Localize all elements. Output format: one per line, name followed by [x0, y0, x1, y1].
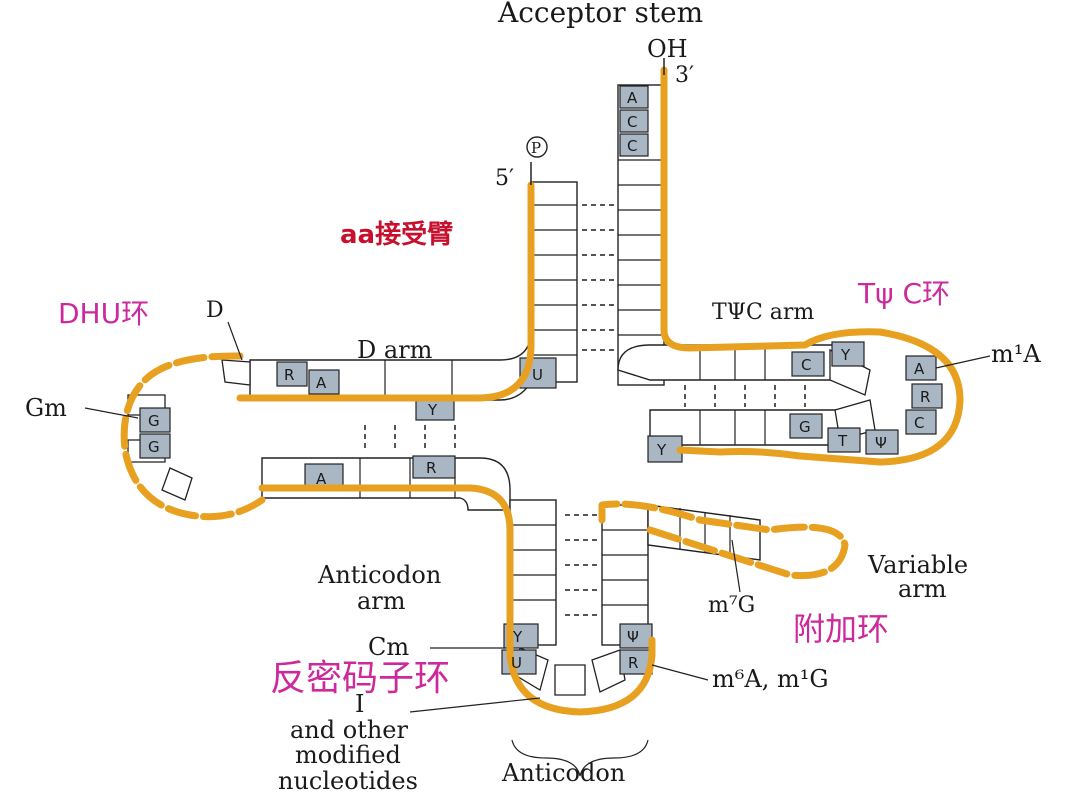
- d-label: D: [206, 298, 224, 323]
- acceptor-arm-cn: aa接受臂: [340, 219, 453, 250]
- base-r: R: [284, 366, 294, 384]
- base-a: A: [316, 374, 327, 392]
- base-a: A: [914, 360, 925, 378]
- base-c: C: [801, 356, 811, 374]
- anticodon-left-strand: [509, 499, 557, 646]
- variable-loop-cn: 附加环: [793, 610, 889, 648]
- h-bond-dashes: [364, 204, 806, 616]
- base-g: G: [799, 418, 811, 436]
- m7g-label: m⁷G: [708, 593, 755, 618]
- base-t: T: [837, 432, 848, 450]
- tpsic-arm-label: TΨC arm: [712, 300, 814, 325]
- base-letters: A C C R A Y U G G A R C Y A R C G T Ψ Y …: [148, 89, 930, 672]
- acceptor-5-strand: [530, 181, 578, 383]
- anticodon-arm-label-2: arm: [357, 587, 406, 615]
- base-u: U: [511, 654, 522, 672]
- d-arm-label: D arm: [357, 336, 433, 364]
- phosphate-label: P: [531, 139, 541, 157]
- variable-arm-label-2: arm: [898, 575, 947, 603]
- strand-rungs: [359, 159, 766, 606]
- base-g: G: [148, 438, 160, 456]
- base-y: Y: [840, 346, 851, 364]
- base-y: Y: [512, 628, 523, 646]
- oh-label: OH: [647, 35, 688, 63]
- inosine-label-4: nucleotides: [278, 767, 418, 795]
- phosphate-circle: [526, 136, 548, 158]
- base-c: C: [627, 113, 637, 131]
- shaded-bases: [139, 85, 943, 675]
- anticodon-arm-label-1: Anticodon: [317, 561, 441, 589]
- base-r: R: [920, 388, 930, 406]
- base-r: R: [426, 459, 436, 477]
- three-prime-label: 3′: [675, 63, 694, 88]
- backbone: [120, 66, 964, 716]
- five-prime-label: 5′: [495, 166, 514, 191]
- base-y: Y: [656, 441, 667, 459]
- loop-segments: [127, 348, 876, 696]
- leader-lines: [84, 321, 991, 777]
- base-psi: Ψ: [875, 434, 887, 452]
- base-c: C: [627, 137, 637, 155]
- acceptor-stem-title: Acceptor stem: [497, 0, 703, 29]
- base-c: C: [914, 414, 924, 432]
- d-arm-bottom-strand: [261, 457, 511, 511]
- m1a-label: m¹A: [991, 340, 1041, 368]
- dhu-loop-cn: DHU环: [58, 297, 149, 330]
- base-u: U: [532, 366, 543, 384]
- base-g: G: [148, 412, 160, 430]
- cm-label: Cm: [368, 633, 409, 661]
- anticodon-loop-cn: 反密码子环: [270, 658, 450, 699]
- m6a-m1g-label: m⁶A, m¹G: [712, 665, 829, 693]
- anticodon-label: Anticodon: [501, 759, 625, 787]
- inosine-label: I: [355, 690, 364, 718]
- gm-label: Gm: [25, 394, 67, 422]
- inosine-label-2: and other: [290, 716, 409, 744]
- base-psi: Ψ: [627, 628, 639, 646]
- base-a: A: [316, 470, 327, 488]
- variable-arm-label-1: Variable: [867, 551, 968, 579]
- inosine-label-3: modified: [295, 741, 401, 769]
- base-r: R: [628, 654, 638, 672]
- tpsic-loop-cn: Tψ C环: [857, 277, 950, 310]
- base-a: A: [627, 89, 638, 107]
- base-y: Y: [427, 401, 438, 419]
